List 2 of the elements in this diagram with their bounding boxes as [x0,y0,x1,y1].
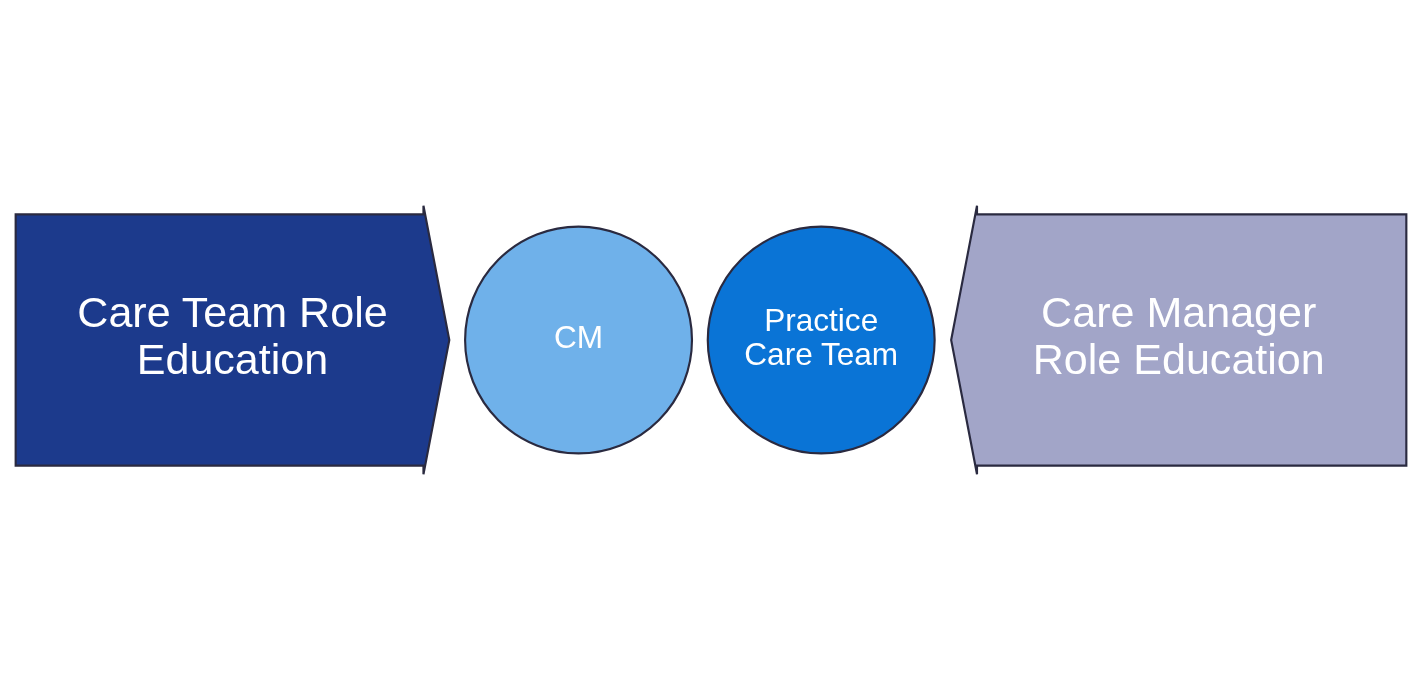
node-circle: CM [464,225,694,454]
node-circle: Practice Care Team [706,225,936,454]
